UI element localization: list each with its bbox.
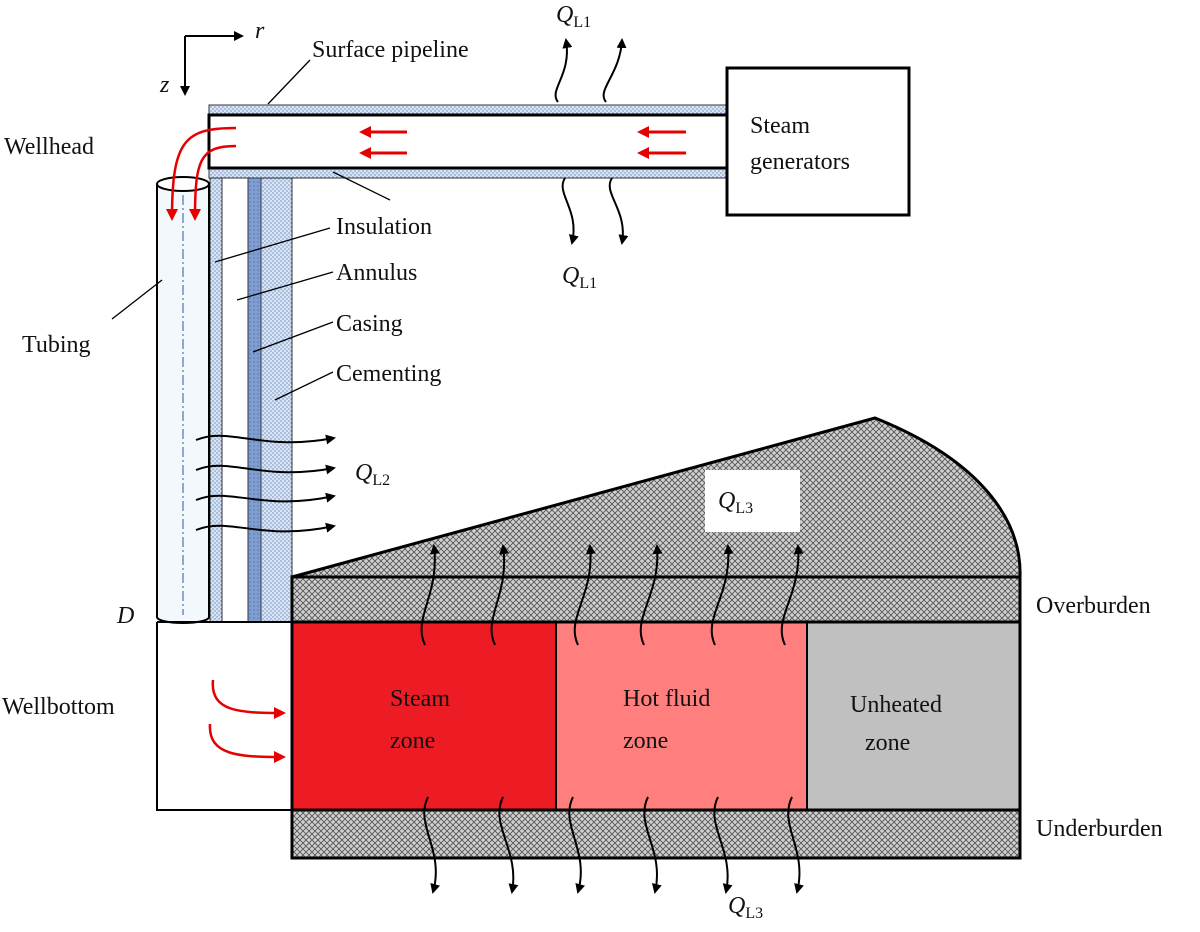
- cementing-label: Cementing: [336, 361, 441, 387]
- underburden-layer: [290, 808, 1022, 860]
- steam-generators-label-2: generators: [750, 149, 850, 175]
- ql2-label: QL2: [355, 460, 390, 489]
- wellbore: [209, 177, 293, 623]
- ql3-upward-heat-loss-arrows: [420, 544, 804, 646]
- ql1-top-label: QL1: [556, 2, 591, 31]
- steam-zone: [291, 621, 557, 811]
- surface-pipeline: [207, 104, 729, 179]
- steam-generators-label-1: Steam: [750, 113, 810, 139]
- overburden-label: Overburden: [1036, 593, 1151, 619]
- hot-fluid-zone-label-2: zone: [623, 728, 668, 754]
- wellhead-label: Wellhead: [4, 134, 94, 160]
- casing-label: Casing: [336, 311, 403, 337]
- wellbottom-label: Wellbottom: [2, 694, 115, 720]
- steam-zone-label-1: Steam: [390, 686, 450, 712]
- underburden-label: Underburden: [1036, 816, 1163, 842]
- ql2-heat-loss-arrows: [195, 434, 336, 533]
- ql3-bottom-label: QL3: [728, 893, 763, 922]
- unheated-zone-label-1: Unheated: [850, 692, 942, 718]
- ql3-downward-heat-loss-arrows: [423, 796, 804, 894]
- wellbottom-outline: [156, 622, 292, 811]
- wellhead-flow-arrows: [166, 126, 237, 221]
- hot-fluid-zone: [555, 621, 808, 811]
- leader-lines: [111, 59, 391, 401]
- hot-fluid-zone-label-1: Hot fluid: [623, 686, 710, 712]
- steam-zone-label-2: zone: [390, 728, 435, 754]
- annulus-label: Annulus: [336, 260, 417, 286]
- ql1-heat-loss-arrows: [554, 38, 629, 245]
- overburden-layer: [290, 575, 1022, 624]
- pipeline-flow-arrows: [359, 126, 686, 159]
- r-axis-label: r: [255, 18, 265, 44]
- heated-overburden-region: [291, 416, 1022, 579]
- tubing: [156, 176, 210, 624]
- z-axis-label: z: [159, 72, 170, 98]
- tubing-label: Tubing: [22, 332, 90, 358]
- ql1-bottom-label: QL1: [562, 263, 597, 292]
- insulation-label: Insulation: [336, 214, 432, 240]
- ql3-top-label: QL3: [718, 488, 753, 517]
- coordinate-axes: r z: [159, 18, 265, 98]
- unheated-zone-label-2: zone: [865, 730, 910, 756]
- ql3-label-box: [705, 470, 800, 532]
- wellbottom-flow-arrows: [208, 679, 286, 763]
- depth-d-label: D: [116, 603, 134, 629]
- steam-generators-box: [725, 66, 911, 217]
- surface-pipeline-label: Surface pipeline: [312, 37, 469, 63]
